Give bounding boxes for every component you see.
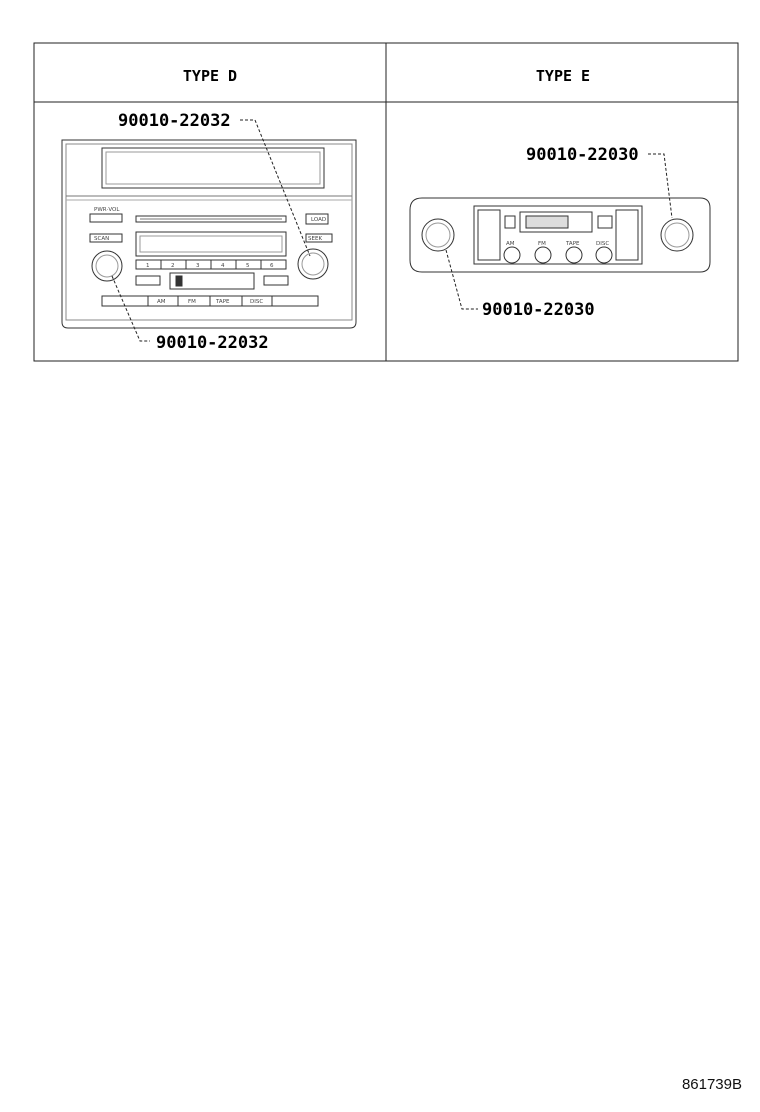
type-e-part-number-bottom: 90010-22030	[482, 300, 595, 320]
type-e-part-number-top: 90010-22030	[526, 145, 639, 165]
reference-code: 861739B	[681, 1076, 742, 1093]
tape-button[interactable]: TAPE	[215, 299, 230, 305]
type-e-am-button[interactable]: AM	[506, 241, 515, 247]
pwr-label: PWR·VOL	[94, 207, 120, 213]
type-e-fm-button[interactable]: FM	[538, 241, 546, 247]
diagram-frame	[33, 42, 739, 362]
preset-2[interactable]: 2	[171, 263, 175, 269]
type-d-header: TYPE D	[183, 67, 237, 85]
type-e-radio-illustration	[409, 197, 711, 273]
type-e-tape-button[interactable]: TAPE	[565, 241, 580, 247]
disc-button[interactable]: DISC	[250, 299, 263, 305]
load-button[interactable]: LOAD	[311, 217, 326, 223]
type-e-disc-button[interactable]: DISC	[596, 241, 609, 247]
preset-3[interactable]: 3	[196, 263, 200, 269]
preset-6[interactable]: 6	[270, 263, 274, 269]
type-d-radio-illustration	[61, 139, 357, 329]
fm-button[interactable]: FM	[188, 299, 196, 305]
type-d-button-labels: PWR·VOL LOAD SCAN SEEK 1 2 3 4 5 6 AM FM…	[94, 207, 326, 305]
type-e-header: TYPE E	[536, 67, 590, 85]
type-d-part-number-top: 90010-22032	[118, 111, 231, 131]
scan-label: SCAN	[94, 236, 109, 242]
preset-5[interactable]: 5	[246, 263, 250, 269]
preset-1[interactable]: 1	[146, 263, 150, 269]
seek-label: SEEK	[308, 236, 322, 242]
type-e-leader-lines	[445, 153, 673, 310]
type-d-part-number-bottom: 90010-22032	[156, 333, 269, 353]
preset-4[interactable]: 4	[221, 263, 225, 269]
am-button[interactable]: AM	[157, 299, 166, 305]
type-e-button-labels: AM FM TAPE DISC	[506, 241, 609, 247]
type-d-leader-lines	[111, 119, 311, 342]
